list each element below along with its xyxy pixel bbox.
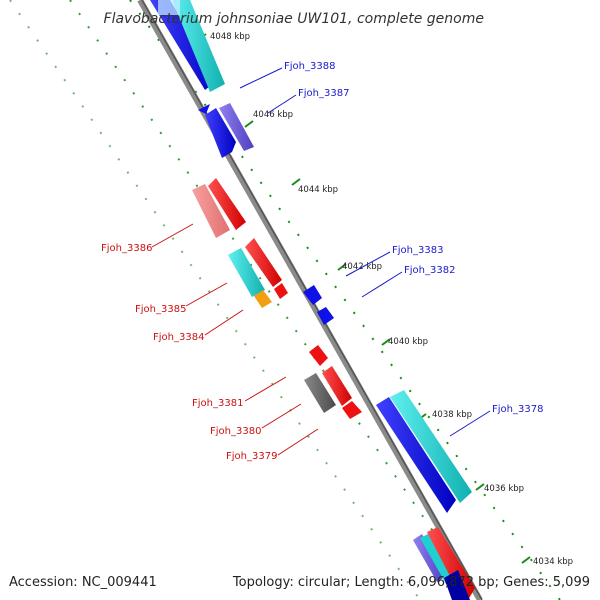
reverse-leader-lines: [151, 223, 319, 456]
ruler-label-4034: 4034 kbp: [533, 557, 573, 567]
gene-small-arrow[interactable]: [198, 104, 210, 114]
gene-fjoh-3378-cds[interactable]: [376, 397, 456, 513]
gene-bottom-1[interactable]: [413, 534, 446, 582]
ruler-dotted-inner: [69, 0, 481, 600]
label-fjoh-3384[interactable]: Fjoh_3384: [153, 332, 204, 343]
label-fjoh-3388[interactable]: Fjoh_3388: [284, 61, 335, 72]
label-fjoh-3378[interactable]: Fjoh_3378: [492, 404, 543, 415]
label-fjoh-3382[interactable]: Fjoh_3382: [404, 265, 455, 276]
gene-fjoh-3381-cds[interactable]: [309, 345, 328, 366]
ruler-label-4046: 4046 kbp: [253, 110, 293, 120]
gene-bottom-4[interactable]: [444, 570, 470, 600]
ruler-label-4038: 4038 kbp: [432, 410, 472, 420]
gene-fjoh-3380-gene[interactable]: [304, 373, 336, 413]
gene-fjoh-3385-gene[interactable]: [228, 248, 265, 297]
gene-fjoh-3386-gene[interactable]: [192, 184, 230, 238]
gene-fjoh-3388-gene[interactable]: [172, 0, 225, 92]
label-fjoh-3380[interactable]: Fjoh_3380: [210, 426, 261, 437]
ruler-label-4040: 4040 kbp: [388, 337, 428, 347]
genome-summary-text: Topology: circular; Length: 6,096,872 bp…: [232, 575, 590, 590]
label-fjoh-3381[interactable]: Fjoh_3381: [192, 398, 243, 409]
gene-fjoh-3387-gene[interactable]: [219, 103, 254, 151]
ruler-ticks: [197, 33, 531, 564]
ruler-label-4044: 4044 kbp: [298, 185, 338, 195]
ruler-label-4048: 4048 kbp: [210, 32, 250, 42]
label-fjoh-3383[interactable]: Fjoh_3383: [392, 245, 443, 256]
gene-fjoh-3383-cds[interactable]: [303, 285, 322, 305]
gene-fjoh-3387-cds[interactable]: [205, 108, 236, 158]
gene-fjoh-3385-cds[interactable]: [245, 238, 282, 287]
gene-fjoh-3386-cds[interactable]: [208, 178, 246, 230]
gene-fjoh-3382-cds[interactable]: [317, 307, 334, 325]
gene-bottom-2[interactable]: [427, 527, 475, 600]
gene-fjoh-3379-cds[interactable]: [342, 401, 362, 419]
gene-fjoh-3384-cds[interactable]: [254, 290, 272, 308]
forward-leader-lines: [239, 67, 491, 437]
label-fjoh-3385[interactable]: Fjoh_3385: [135, 304, 186, 315]
label-fjoh-3386[interactable]: Fjoh_3386: [101, 243, 152, 254]
gene-fjoh-3388-highlight: [158, 0, 180, 15]
gene-bottom-3[interactable]: [420, 534, 452, 584]
ruler-dotted-left: [9, 0, 421, 600]
ruler-dotted-outer: [129, 0, 561, 600]
map-title: Flavobacterium johnsoniae UW101, complet…: [104, 11, 484, 27]
label-fjoh-3387[interactable]: Fjoh_3387: [298, 88, 349, 99]
ruler-label-4036: 4036 kbp: [484, 484, 524, 494]
gene-fjoh-3378-gene[interactable]: [390, 390, 472, 503]
label-fjoh-3379[interactable]: Fjoh_3379: [226, 451, 277, 462]
accession-text: Accession: NC_009441: [9, 575, 157, 590]
gene-fjoh-3384-small[interactable]: [274, 283, 288, 299]
gene-fjoh-3380-cds[interactable]: [322, 366, 352, 406]
